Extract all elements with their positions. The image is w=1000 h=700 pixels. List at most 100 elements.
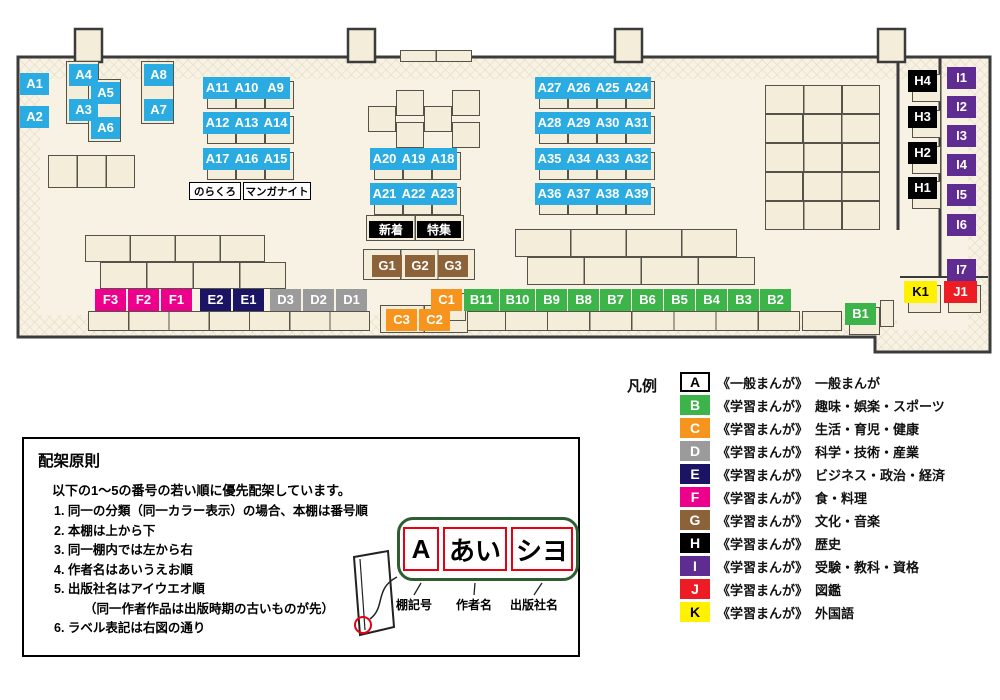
- shelf-unit: [88, 311, 370, 331]
- wall-outline: [16, 55, 992, 354]
- legend-category-J: 図鑑: [815, 582, 842, 598]
- shelf-unit: [802, 311, 842, 331]
- sign-shinchaku: 新着: [369, 221, 413, 238]
- legend-item-K: K《学習まんが》外国語: [680, 602, 945, 622]
- shelf-label-F3: F3: [95, 289, 126, 311]
- legend-title: 凡例: [627, 378, 658, 395]
- label-highlight-circle: [354, 616, 372, 634]
- legend-category-E: ビジネス・政治・経済: [815, 467, 946, 483]
- pillar: [876, 27, 907, 64]
- rule-line-1: 1. 同一の分類（同一カラー表示）の場合、本棚は番号順: [54, 504, 368, 518]
- legend-series-B: 《学習まんが》: [717, 398, 809, 414]
- legend-chip-K: K: [680, 602, 710, 622]
- legend-chip-H: H: [680, 533, 710, 553]
- shelf-label-H3: H3: [908, 106, 937, 128]
- shelf-label-A9: A9: [261, 77, 290, 99]
- legend-category-B: 趣味・娯楽・スポーツ: [815, 398, 945, 414]
- shelf-label-D1: D1: [336, 289, 367, 311]
- shelf-label-I2: I2: [947, 96, 976, 118]
- shelf-unit: [765, 201, 842, 230]
- shelf-label-I3: I3: [947, 125, 976, 147]
- shelf-unit: [765, 172, 803, 201]
- legend-item-I: I《学習まんが》受験・教科・資格: [680, 556, 945, 576]
- caption-line: [413, 582, 422, 596]
- shelf-label-C3: C3: [386, 309, 417, 331]
- shelf-label-B11: B11: [464, 289, 499, 311]
- shelf-label-C2: C2: [419, 309, 450, 331]
- shelf-label-B9: B9: [536, 289, 567, 311]
- shelf-unit: [765, 85, 842, 114]
- shelf-unit: [842, 201, 880, 230]
- shelf-label-B5: B5: [664, 289, 695, 311]
- shelf-label-A10: A10: [232, 77, 261, 99]
- connector-squiggle: [369, 576, 398, 620]
- legend-item-F: F 《学習まんが》食・料理: [680, 487, 945, 507]
- shelf-unit: [424, 106, 452, 132]
- book-spine-line: [359, 558, 366, 631]
- shelf-label-A27: A27: [535, 77, 564, 99]
- legend-category-H: 歴史: [815, 536, 842, 552]
- shelf-unit: [803, 172, 880, 201]
- legend-item-B: B 《学習まんが》趣味・娯楽・スポーツ: [680, 395, 945, 415]
- legend-item-C: C《学習まんが》生活・育児・健康: [680, 418, 945, 438]
- shelf-label-A28: A28: [535, 112, 564, 134]
- shelf-label-A16: A16: [232, 148, 261, 170]
- shelf-label-B6: B6: [632, 289, 663, 311]
- shelf-label-D2: D2: [303, 289, 334, 311]
- spine-label-example: A あい シヨ: [397, 517, 579, 581]
- shelf-unit: [880, 300, 894, 327]
- legend-chip-F: F: [680, 487, 710, 507]
- shelf-label-J1: J1: [944, 281, 977, 303]
- label-illustration-graphics: [352, 549, 543, 637]
- sign-tokushu: 特集: [417, 221, 461, 238]
- legend-series-J: 《学習まんが》: [717, 582, 809, 598]
- shelf-label-A6: A6: [91, 117, 120, 139]
- label-example-author: あい: [443, 527, 507, 571]
- shelf-label-E2: E2: [200, 289, 231, 311]
- shelf-label-G1: G1: [372, 255, 402, 277]
- shelf-label-A17: A17: [203, 148, 232, 170]
- legend-item-D: D《学習まんが》科学・技術・産業: [680, 441, 945, 461]
- legend-item-J: J 《学習まんが》図鑑: [680, 579, 945, 599]
- sign-norakuro: のらくろ: [189, 182, 241, 200]
- shelf-label-A23: A23: [428, 183, 457, 205]
- caption-line: [533, 582, 543, 596]
- legend-category-F: 食・料理: [815, 490, 868, 506]
- shelf-label-A29: A29: [564, 112, 593, 134]
- label-example-publisher: シヨ: [511, 527, 573, 571]
- shelf-unit: [842, 143, 880, 172]
- legend-series-F: 《学習まんが》: [717, 490, 809, 506]
- shelf-label-I6: I6: [947, 214, 976, 236]
- legend-chip-B: B: [680, 395, 710, 415]
- shelf-unit: [100, 262, 286, 289]
- shelf-unit: [527, 257, 755, 285]
- shelf-label-A21: A21: [370, 183, 399, 205]
- legend-chip-A: A: [680, 372, 710, 392]
- shelf-label-A36: A36: [535, 183, 564, 205]
- legend-chip-J: J: [680, 579, 710, 599]
- shelf-label-A5: A5: [91, 82, 120, 104]
- shelf-label-A33: A33: [593, 148, 622, 170]
- shelf-unit: [463, 311, 800, 331]
- shelf-label-A22: A22: [399, 183, 428, 205]
- shelf-label-A37: A37: [564, 183, 593, 205]
- caption-shelf-code: 棚記号: [396, 598, 433, 612]
- legend-item-H: H 《学習まんが》歴史: [680, 533, 945, 553]
- legend-series-H: 《学習まんが》: [717, 536, 809, 552]
- principles-title: 配架原則: [38, 453, 101, 470]
- shelf-unit: [803, 114, 880, 143]
- shelf-label-H2: H2: [908, 142, 937, 164]
- shelf-label-K1: K1: [904, 281, 937, 303]
- pillar: [346, 27, 377, 64]
- shelf-label-A3: A3: [69, 99, 98, 121]
- shelf-label-I7: I7: [947, 259, 976, 281]
- shelf-unit: [765, 114, 803, 143]
- legend-category-I: 受験・教科・資格: [815, 559, 920, 575]
- caption-author: 作者名: [456, 598, 493, 612]
- shelf-label-A35: A35: [535, 148, 564, 170]
- shelf-label-A32: A32: [622, 148, 651, 170]
- shelf-label-B1: B1: [845, 303, 876, 325]
- pillar: [613, 27, 644, 64]
